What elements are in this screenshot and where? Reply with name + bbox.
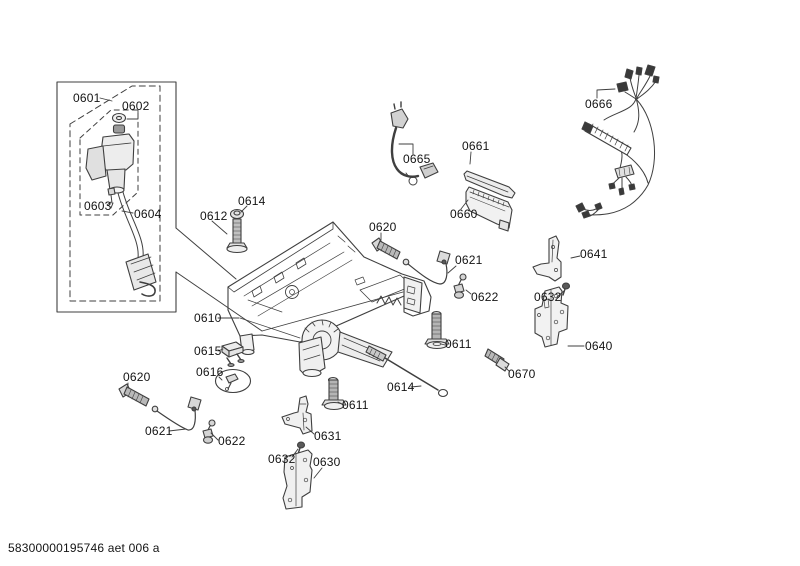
screw-0632-right-drawing <box>561 282 571 296</box>
part-label-0630: 0630 <box>313 455 341 469</box>
part-label-0620-left: 0620 <box>123 370 151 384</box>
panel-0660-drawing <box>465 186 513 232</box>
detail-circle-0616-drawing <box>214 368 252 394</box>
bracket-0631-drawing <box>281 395 313 435</box>
part-label-0604: 0604 <box>134 207 162 221</box>
rod-0614-mid-drawing <box>365 345 449 398</box>
part-label-0632-right: 0632 <box>534 290 562 304</box>
bolt-0612-drawing <box>226 208 248 254</box>
part-label-0615: 0615 <box>194 344 222 358</box>
part-label-0616: 0616 <box>196 365 224 379</box>
part-label-0660: 0660 <box>450 207 478 221</box>
cable-0621-mid-drawing <box>402 250 451 285</box>
part-label-0614-top: 0614 <box>238 194 266 208</box>
leader-lines <box>99 88 616 479</box>
part-label-0631: 0631 <box>314 429 342 443</box>
part-label-0610: 0610 <box>194 311 222 325</box>
pin-0620-top-drawing <box>371 237 401 260</box>
detail-balloon-box <box>56 81 263 332</box>
part-label-0665: 0665 <box>403 152 431 166</box>
part-label-0641: 0641 <box>580 247 608 261</box>
base-frame-drawing <box>227 221 432 378</box>
linkage-0622-mid-drawing <box>453 273 467 299</box>
cable-0621-left-drawing <box>151 396 202 431</box>
aquastop-valve-drawing <box>85 112 157 297</box>
part-label-0621-mid: 0621 <box>455 253 483 267</box>
foot-0611-right-drawing <box>424 310 450 350</box>
part-label-0620-top: 0620 <box>369 220 397 234</box>
pin-0620-left-drawing <box>118 383 150 407</box>
part-label-0611-right: 0611 <box>445 337 472 351</box>
part-label-0601: 0601 <box>73 91 101 105</box>
part-label-0670: 0670 <box>508 367 536 381</box>
strip-0661-drawing <box>463 170 516 199</box>
foot-0611-bottom-drawing <box>321 376 347 411</box>
part-label-0614-mid: 0614 <box>387 380 415 394</box>
part-label-0666: 0666 <box>585 97 613 111</box>
bracket-0630-drawing <box>282 449 313 510</box>
part-label-0603: 0603 <box>84 199 112 213</box>
part-label-0611-bottom: 0611 <box>342 398 369 412</box>
harness-0666-drawing <box>575 64 660 219</box>
bracket-0641-drawing <box>532 235 562 282</box>
clip-0615-drawing <box>221 341 245 368</box>
part-label-0602: 0602 <box>122 99 150 113</box>
part-label-0640: 0640 <box>585 339 613 353</box>
power-cord-0665-drawing <box>390 101 439 186</box>
document-code: 58300000195746 aet 006 a <box>8 541 160 555</box>
part-label-0622-mid: 0622 <box>471 290 499 304</box>
part-label-0622-left: 0622 <box>218 434 246 448</box>
part-label-0621-left: 0621 <box>145 424 173 438</box>
part-label-0612: 0612 <box>200 209 228 223</box>
part-label-0632-bottom: 0632 <box>268 452 296 466</box>
part-label-0661: 0661 <box>462 139 490 153</box>
linkage-0622-left-drawing <box>202 419 216 444</box>
